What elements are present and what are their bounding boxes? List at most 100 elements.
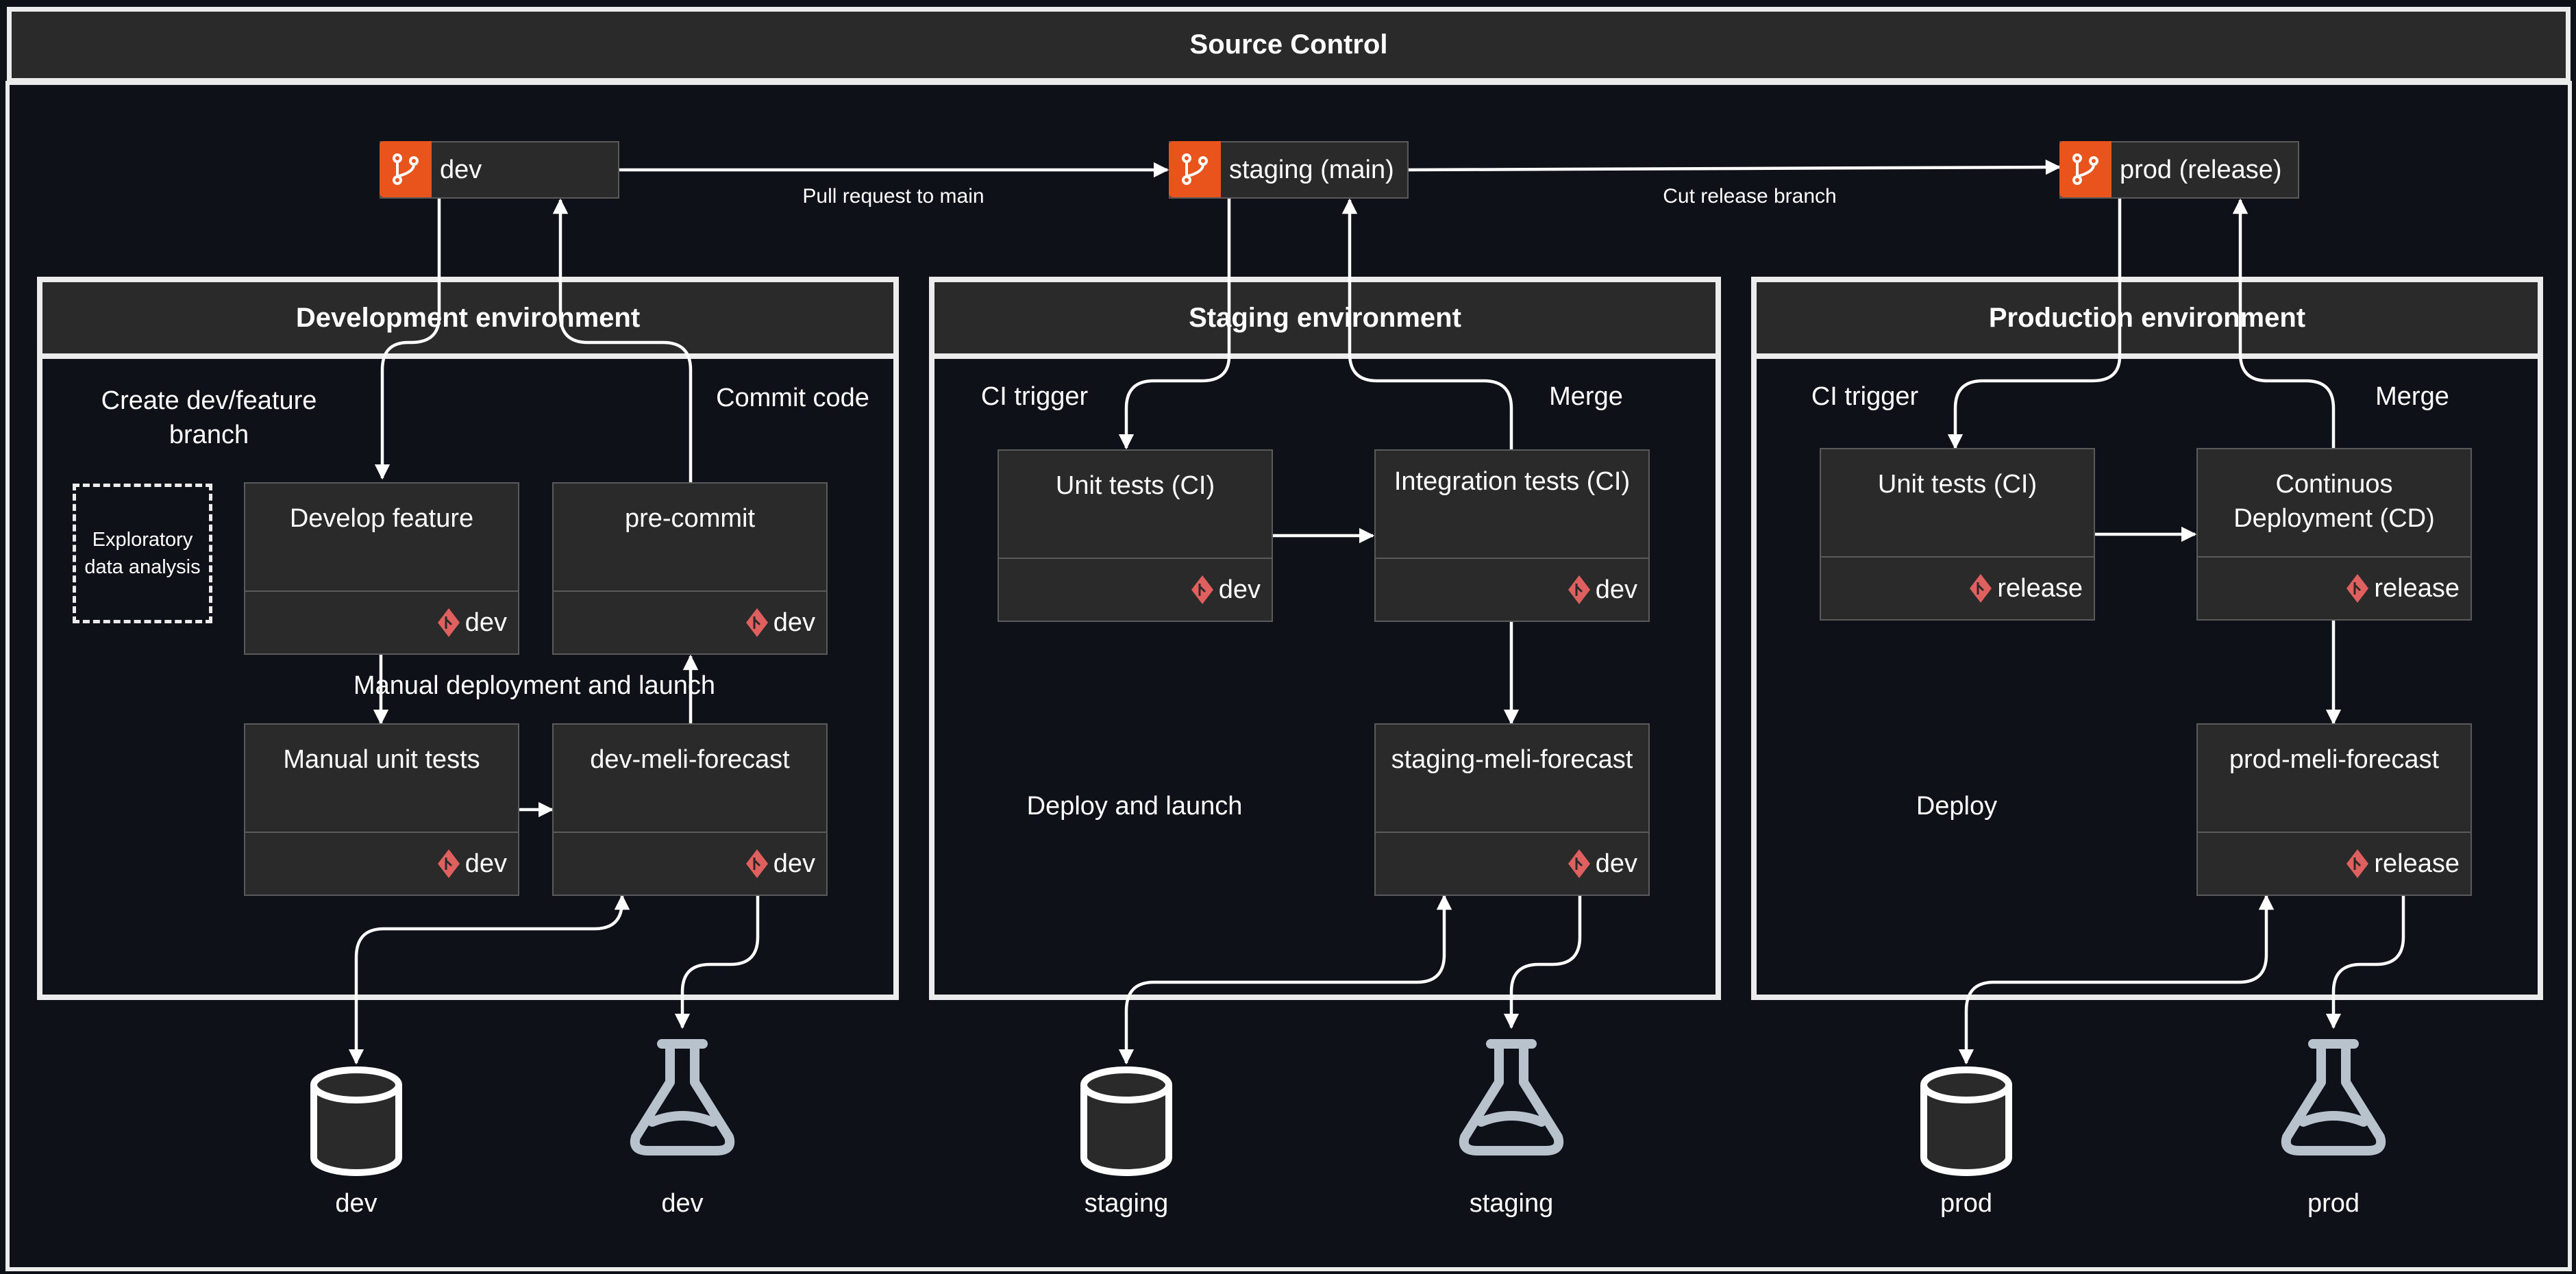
staging-deploy-label: Deploy and launch — [1026, 792, 1243, 821]
card-title: Continuos Deployment (CD) — [2233, 470, 2435, 533]
branch-name: dev — [465, 849, 507, 878]
git-icon — [1568, 849, 1590, 878]
card-branch: dev — [245, 832, 518, 895]
card-branch: dev — [1376, 558, 1648, 621]
prod-flask[interactable] — [2277, 1037, 2390, 1158]
branch-name: release — [2374, 573, 2460, 603]
prod-ci-trigger-label: CI trigger — [1811, 382, 1919, 411]
development-environment-header: Development environment — [37, 277, 899, 359]
staging-flask[interactable] — [1455, 1037, 1568, 1158]
dev-flask[interactable] — [626, 1037, 739, 1158]
staging-environment-title: Staging environment — [1189, 302, 1461, 333]
branch-label: dev — [440, 155, 482, 184]
card-manual-unit-tests[interactable]: Manual unit tests dev — [244, 723, 519, 896]
card-branch: release — [1821, 556, 2094, 619]
card-prod-unit-tests[interactable]: Unit tests (CI) release — [1820, 448, 2095, 621]
card-develop-feature[interactable]: Develop feature dev — [244, 482, 519, 655]
flask-icon — [1459, 1039, 1564, 1156]
git-branch-icon — [2059, 141, 2111, 197]
git-icon — [1568, 575, 1590, 604]
staging-merge-arrow — [1341, 198, 1513, 449]
card-branch: release — [2198, 556, 2470, 619]
staging-db-to-forecast — [1118, 894, 1452, 1065]
prod-database[interactable] — [1918, 1063, 2014, 1179]
flask-icon — [630, 1039, 735, 1156]
pull-request-label: Pull request to main — [802, 185, 984, 208]
card-continuous-deployment[interactable]: Continuos Deployment (CD) release — [2196, 448, 2472, 621]
flask-icon — [2281, 1039, 2386, 1156]
card-title: prod-meli-forecast — [2229, 745, 2440, 774]
card-staging-meli-forecast[interactable]: staging-meli-forecast dev — [1374, 723, 1650, 896]
card-branch: dev — [999, 558, 1272, 621]
git-branch-icon — [1169, 141, 1221, 197]
card-dev-meli-forecast[interactable]: dev-meli-forecast dev — [552, 723, 828, 896]
card-integration-tests[interactable]: Integration tests (CI) dev — [1374, 449, 1650, 622]
page-title: Source Control — [1189, 29, 1388, 60]
staging-ci-trigger-arrow — [1118, 199, 1231, 450]
branch-name: dev — [773, 608, 815, 637]
branch-staging[interactable]: staging (main) — [1169, 141, 1409, 199]
database-icon — [1080, 1066, 1172, 1176]
git-icon — [437, 849, 460, 878]
branch-name: dev — [773, 849, 815, 878]
card-title: Unit tests (CI) — [1055, 471, 1215, 500]
git-icon — [1970, 574, 1992, 603]
card-title: staging-meli-forecast — [1391, 745, 1633, 774]
cut-release-label: Cut release branch — [1663, 185, 1837, 208]
git-branch-icon — [380, 141, 432, 197]
git-icon — [2346, 574, 2369, 603]
card-title: pre-commit — [624, 504, 756, 533]
prod-db-to-forecast — [1958, 894, 2275, 1065]
staging-environment-header: Staging environment — [929, 277, 1721, 359]
branch-label: staging (main) — [1229, 155, 1394, 184]
prod-ci-trigger-arrow — [1947, 199, 2122, 450]
card-title: Manual unit tests — [283, 745, 480, 774]
branch-prod[interactable]: prod (release) — [2059, 141, 2299, 199]
staging-ci-trigger-label: CI trigger — [980, 382, 1089, 411]
staging-database[interactable] — [1078, 1063, 1174, 1179]
development-environment-title: Development environment — [295, 302, 641, 333]
card-prod-meli-forecast[interactable]: prod-meli-forecast release — [2196, 723, 2472, 896]
dev-flask-label: dev — [661, 1189, 704, 1218]
card-staging-unit-tests[interactable]: Unit tests (CI) dev — [998, 449, 1273, 622]
card-pre-commit[interactable]: pre-commit dev — [552, 482, 828, 655]
branch-label: prod (release) — [2120, 155, 2282, 184]
card-branch: dev — [245, 590, 518, 653]
source-control-title: Source Control — [7, 7, 2571, 83]
branch-name: release — [2374, 849, 2460, 878]
exploratory-analysis-box: Exploratory data analysis — [73, 484, 212, 623]
source-control-frame — [5, 81, 2572, 1271]
card-branch: dev — [1376, 832, 1648, 895]
git-icon — [745, 608, 768, 637]
staging-forecast-to-flask — [1503, 896, 1582, 1029]
prod-deploy-label: Deploy — [1916, 792, 1998, 821]
git-icon — [745, 849, 768, 878]
production-environment-header: Production environment — [1751, 277, 2543, 359]
create-branch-arrow — [374, 199, 441, 480]
card-title: Develop feature — [289, 504, 474, 533]
prod-forecast-to-flask — [2325, 896, 2405, 1029]
branch-dev[interactable]: dev — [380, 141, 619, 199]
card-branch: dev — [554, 832, 826, 895]
card-branch: dev — [554, 590, 826, 653]
dev-db-to-forecast — [348, 894, 630, 1065]
production-environment-title: Production environment — [1988, 302, 2306, 333]
cut-release-arrow — [1408, 159, 2061, 175]
manual-deployment-label: Manual deployment and launch — [353, 671, 716, 700]
prod-merge-label: Merge — [2375, 382, 2449, 411]
commit-code-label: Commit code — [716, 384, 869, 412]
staging-flask-label: staging — [1469, 1189, 1554, 1218]
git-icon — [1191, 575, 1213, 604]
create-branch-label: Create dev/feature branch — [101, 386, 317, 449]
forecast-to-dev-flask — [674, 896, 760, 1029]
database-icon — [310, 1066, 402, 1176]
branch-name: release — [1997, 573, 2083, 603]
prod-database-label: prod — [1940, 1189, 1993, 1218]
staging-merge-label: Merge — [1549, 382, 1623, 411]
card-branch: release — [2198, 832, 2470, 895]
commit-code-arrow — [552, 198, 693, 484]
dev-database[interactable] — [308, 1063, 404, 1179]
git-icon — [437, 608, 460, 637]
card-title: dev-meli-forecast — [590, 745, 790, 774]
